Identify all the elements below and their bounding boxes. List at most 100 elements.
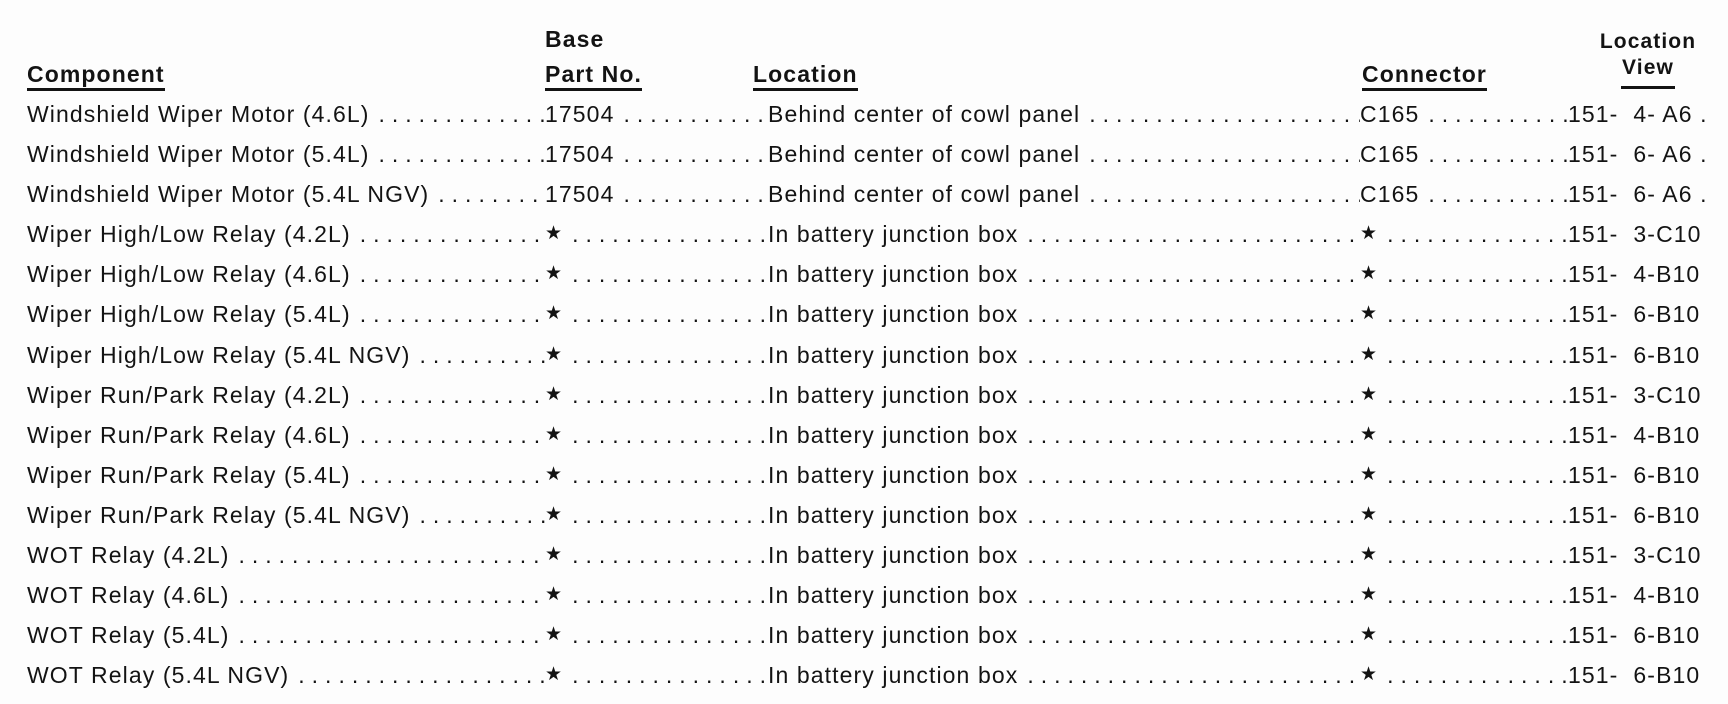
component-cell: Wiper Run/Park Relay (5.4L) ............… <box>27 461 545 501</box>
location-cell: Behind center of cowl panel ............… <box>768 180 1360 220</box>
base-part-no-cell: ★ ......................................… <box>545 501 768 541</box>
connector-cell: ★ ......................................… <box>1360 300 1568 340</box>
dot-leader: ........................................… <box>572 501 768 528</box>
connector-id: ★ <box>1360 343 1379 365</box>
table-rows: Windshield Wiper Motor (4.6L) ..........… <box>27 100 1728 701</box>
column-header-base: Base <box>545 26 605 52</box>
dot-leader: ........................................… <box>1387 501 1568 528</box>
location-cell: In battery junction box ................… <box>768 260 1360 300</box>
location-text: In battery junction box <box>768 582 1019 609</box>
connector-id: ★ <box>1360 463 1379 485</box>
base-part-no-value: 17504 <box>545 181 615 208</box>
location-cell: In battery junction box ................… <box>768 421 1360 461</box>
dot-leader: ........................................… <box>1027 662 1360 689</box>
table-row: WOT Relay (4.2L) .......................… <box>27 541 1728 581</box>
dot-leader: ........................................… <box>1027 221 1360 248</box>
location-cell: In battery junction box ................… <box>768 341 1360 381</box>
dot-leader: ........................................… <box>1387 301 1568 328</box>
base-part-no-cell: ★ ......................................… <box>545 421 768 461</box>
connector-id: C165 <box>1360 101 1420 127</box>
base-part-no-cell: ★ ......................................… <box>545 220 768 260</box>
connector-id: ★ <box>1360 423 1379 445</box>
dot-leader: ........................................… <box>1387 421 1568 448</box>
column-header-component: Component <box>27 62 165 91</box>
table-row: Windshield Wiper Motor (5.4L NGV) ......… <box>27 180 1728 220</box>
connector-cell: ★ ......................................… <box>1360 461 1568 501</box>
location-text: In battery junction box <box>768 301 1019 328</box>
dot-leader: ........................................… <box>1027 461 1360 488</box>
table-row: Wiper High/Low Relay (5.4L NGV) ........… <box>27 341 1728 381</box>
base-part-no-value: ★ <box>545 624 564 646</box>
view-header-underline <box>1621 86 1675 89</box>
column-header-location-view-line1: Location <box>1599 30 1697 53</box>
component-name: WOT Relay (5.4L) <box>27 622 230 649</box>
location-view-ref: 151- 6- A6 . <box>1568 181 1708 208</box>
table-row: Wiper Run/Park Relay (4.2L) ............… <box>27 381 1728 421</box>
table-row: Wiper Run/Park Relay (4.6L) ............… <box>27 421 1728 461</box>
base-part-no-cell: 17504 ..................................… <box>545 180 768 220</box>
connector-id: ★ <box>1360 223 1379 245</box>
dot-leader: ........................................… <box>1027 501 1360 528</box>
location-text: Behind center of cowl panel <box>768 181 1081 208</box>
column-header-location-view: Location View <box>1568 29 1728 89</box>
table-row: WOT Relay (4.6L) .......................… <box>27 581 1728 621</box>
base-part-no-cell: ★ ......................................… <box>545 581 768 621</box>
connector-cell: ★ ......................................… <box>1360 260 1568 300</box>
connector-cell: ★ ......................................… <box>1360 621 1568 661</box>
dot-leader: ........................................… <box>1387 461 1568 488</box>
base-part-no-value: ★ <box>545 223 564 245</box>
component-cell: Wiper Run/Park Relay (4.2L) ............… <box>27 381 545 421</box>
dot-leader: ........................................… <box>572 582 768 609</box>
component-name: Wiper High/Low Relay (5.4L NGV) <box>27 341 411 368</box>
connector-cell: ★ ......................................… <box>1360 341 1568 381</box>
dot-leader: ........................................… <box>1428 101 1568 127</box>
base-part-no-value: ★ <box>545 503 564 525</box>
location-view-ref: 151- 6-B10 <box>1568 662 1701 689</box>
component-name: Wiper High/Low Relay (5.4L) <box>27 301 351 328</box>
base-part-no-value: 17504 <box>545 141 615 168</box>
base-part-no-value: ★ <box>545 263 564 285</box>
dot-leader: ........................................… <box>572 662 768 689</box>
component-name: Wiper Run/Park Relay (5.4L) <box>27 461 351 488</box>
location-cell: In battery junction box ................… <box>768 300 1360 340</box>
table-row: Windshield Wiper Motor (4.6L) ..........… <box>27 100 1728 140</box>
dot-leader: ........................................… <box>359 261 545 288</box>
dot-leader: ........................................… <box>1089 101 1360 127</box>
dot-leader: ........................................… <box>1387 622 1568 649</box>
dot-leader: ........................................… <box>623 101 768 127</box>
connector-cell: ★ ......................................… <box>1360 381 1568 421</box>
dot-leader: ........................................… <box>1387 341 1568 368</box>
base-part-no-cell: ★ ......................................… <box>545 381 768 421</box>
location-text: In battery junction box <box>768 461 1019 488</box>
location-view-ref: 151- 6-B10 <box>1568 501 1701 528</box>
dot-leader: ........................................… <box>1027 622 1360 649</box>
connector-id: ★ <box>1360 303 1379 325</box>
location-view-ref: 151- 6-B10 <box>1568 341 1701 368</box>
component-name: WOT Relay (4.6L) <box>27 582 230 609</box>
dot-leader: ........................................… <box>1027 301 1360 328</box>
location-text: In battery junction box <box>768 261 1019 288</box>
location-cell: In battery junction box ................… <box>768 541 1360 581</box>
base-part-no-cell: ★ ......................................… <box>545 661 768 701</box>
dot-leader: ........................................… <box>1027 341 1360 368</box>
location-text: In battery junction box <box>768 542 1019 569</box>
base-part-no-value: ★ <box>545 463 564 485</box>
table-row: Wiper Run/Park Relay (5.4L) ............… <box>27 461 1728 501</box>
connector-cell: ★ ......................................… <box>1360 501 1568 541</box>
dot-leader: ........................................… <box>572 542 768 569</box>
dot-leader: ........................................… <box>572 301 768 328</box>
dot-leader: ........................................… <box>1027 381 1360 408</box>
connector-id: ★ <box>1360 584 1379 606</box>
dot-leader: ........................................… <box>1387 582 1568 609</box>
base-part-no-cell: ★ ......................................… <box>545 541 768 581</box>
component-cell: Wiper High/Low Relay (5.4L NGV) ........… <box>27 341 545 381</box>
base-part-no-cell: ★ ......................................… <box>545 300 768 340</box>
dot-leader: ........................................… <box>359 421 545 448</box>
column-header-connector: Connector <box>1362 62 1487 91</box>
connector-cell: ★ ......................................… <box>1360 541 1568 581</box>
dot-leader: ........................................… <box>359 301 545 328</box>
dot-leader: ........................................… <box>1428 141 1568 168</box>
location-view-ref: 151- 3-C10 <box>1568 221 1702 248</box>
dot-leader: ........................................… <box>378 101 545 127</box>
